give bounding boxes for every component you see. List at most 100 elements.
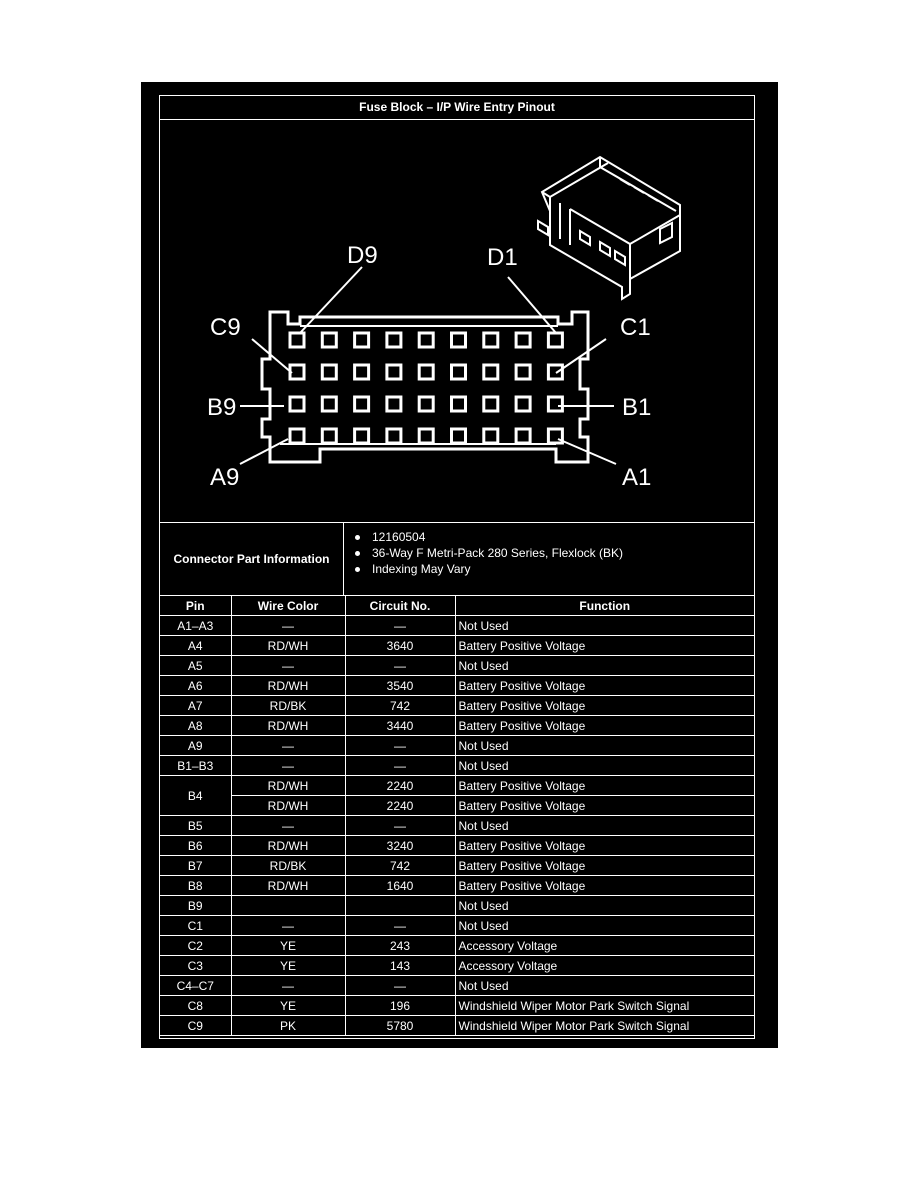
- pin-cavity: [417, 427, 435, 445]
- cell-function: Not Used: [454, 975, 754, 996]
- cell-circuit-no: —: [344, 815, 456, 836]
- connector-3d-illustration: [537, 155, 681, 301]
- cell-pin: C1: [160, 915, 232, 936]
- cell-function: Not Used: [454, 755, 754, 776]
- cell-wire-color: [230, 895, 346, 916]
- cell-pin: A8: [160, 715, 232, 736]
- pin-leader-lines: [239, 266, 617, 465]
- pin-cavity: [353, 427, 371, 445]
- cell-function: Not Used: [454, 815, 754, 836]
- table-row: C1——Not Used: [160, 915, 754, 936]
- cell-wire-color: YE: [230, 935, 346, 956]
- cell-circuit-no: 5780: [344, 1015, 456, 1036]
- cell-pin: B7: [160, 855, 232, 876]
- pin-label-d9: D9: [347, 242, 378, 269]
- cell-function: Battery Positive Voltage: [454, 635, 754, 656]
- cell-function: Not Used: [454, 915, 754, 936]
- cell-pin: B1–B3: [160, 755, 232, 776]
- cell-pin: C4–C7: [160, 975, 232, 996]
- cell-pin: C8: [160, 995, 232, 1016]
- cell-pin: B4: [160, 775, 232, 816]
- pin-cavity: [514, 363, 532, 381]
- table-row: B5——Not Used: [160, 815, 754, 836]
- pin-label-a9: A9: [210, 464, 239, 491]
- cell-pin: B6: [160, 835, 232, 856]
- cell-function: Battery Positive Voltage: [454, 715, 754, 736]
- cell-wire-color: RD/WH: [230, 835, 346, 856]
- connector-info-item: Indexing May Vary: [346, 561, 623, 577]
- pin-cavity: [450, 395, 467, 413]
- cell-pin: A9: [160, 735, 232, 756]
- pin-label-c1: C1: [620, 314, 651, 341]
- header-wire-color: Wire Color: [230, 596, 346, 616]
- pin-cavity: [320, 427, 338, 445]
- cell-circuit-no: 243: [344, 935, 456, 956]
- pin-cavity: [450, 331, 467, 349]
- cell-function: Battery Positive Voltage: [454, 675, 754, 696]
- cell-circuit-no: —: [344, 735, 456, 756]
- pin-cavity: [482, 427, 500, 445]
- cell-circuit-no: —: [344, 655, 456, 676]
- pin-cavity: [385, 395, 403, 413]
- cell-function: Battery Positive Voltage: [454, 855, 754, 876]
- header-function: Function: [454, 596, 754, 616]
- cell-wire-color: —: [230, 655, 346, 676]
- header-pin: Pin: [160, 596, 232, 616]
- connector-info-list: 12160504 36-Way F Metri-Pack 280 Series,…: [346, 529, 623, 577]
- cell-wire-color: —: [230, 915, 346, 936]
- pin-cavity: [482, 331, 500, 349]
- cell-wire-color: RD/WH: [230, 875, 346, 896]
- pin-label-d1: D1: [487, 244, 518, 271]
- cell-circuit-no: 196: [344, 995, 456, 1016]
- table-row: C4–C7——Not Used: [160, 975, 754, 996]
- cell-circuit-no: [344, 895, 456, 916]
- cell-pin: B9: [160, 895, 232, 916]
- cell-function: Battery Positive Voltage: [454, 835, 754, 856]
- cell-wire-color: RD/BK: [230, 855, 346, 876]
- cell-wire-color: RD/WH: [230, 775, 346, 796]
- connector-info-label: Connector Part Information: [160, 523, 344, 595]
- cell-function: Accessory Voltage: [454, 955, 754, 976]
- cell-circuit-no: 2240: [344, 795, 456, 816]
- pin-label-c9: C9: [210, 314, 241, 341]
- connector-info-item: 12160504: [346, 529, 623, 545]
- cell-circuit-no: 3440: [344, 715, 456, 736]
- cell-pin: A1–A3: [160, 615, 232, 636]
- cell-wire-color: YE: [230, 995, 346, 1016]
- connector-info: Connector Part Information 12160504 36-W…: [160, 522, 754, 596]
- pin-cavity: [320, 395, 338, 413]
- cell-pin: A4: [160, 635, 232, 656]
- cell-wire-color: RD/WH: [230, 635, 346, 656]
- pin-cavity: [450, 363, 467, 381]
- pin-label-b1: B1: [622, 394, 651, 421]
- pin-cavity: [385, 363, 403, 381]
- pin-cavity: [450, 427, 467, 445]
- cell-function: Not Used: [454, 895, 754, 916]
- cell-circuit-no: —: [344, 755, 456, 776]
- cell-function: Accessory Voltage: [454, 935, 754, 956]
- cell-circuit-no: 143: [344, 955, 456, 976]
- cell-pin: C3: [160, 955, 232, 976]
- cell-wire-color: YE: [230, 955, 346, 976]
- cell-pin: C2: [160, 935, 232, 956]
- cell-pin: A7: [160, 695, 232, 716]
- cell-wire-color: —: [230, 755, 346, 776]
- pin-cavity: [514, 331, 532, 349]
- cell-function: Battery Positive Voltage: [454, 775, 754, 796]
- pin-cavity: [320, 363, 338, 381]
- pin-cavity: [288, 395, 306, 413]
- cell-wire-color: RD/WH: [230, 715, 346, 736]
- pin-cavity-grid: [288, 331, 564, 445]
- cell-wire-color: RD/BK: [230, 695, 346, 716]
- document-panel: Fuse Block – I/P Wire Entry Pinout: [141, 82, 778, 1048]
- cell-pin: A5: [160, 655, 232, 676]
- pin-label-b9: B9: [207, 394, 236, 421]
- pin-cavity: [353, 363, 371, 381]
- pin-cavity: [385, 427, 403, 445]
